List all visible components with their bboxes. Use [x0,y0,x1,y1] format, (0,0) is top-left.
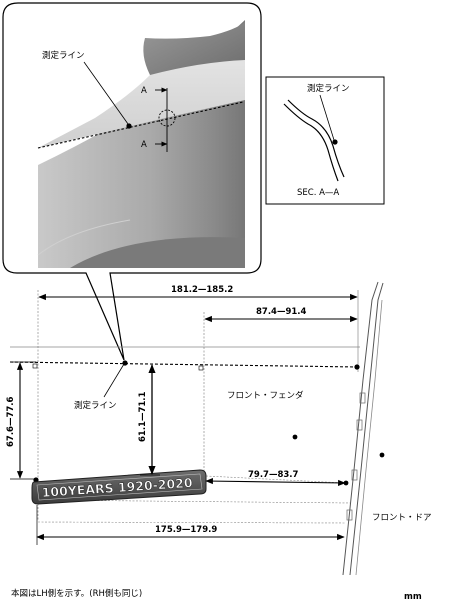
dim-top-overall: 181.2—185.2 [171,285,233,295]
section-a-label-top: A [141,86,147,96]
section-a-label-bottom: A [141,140,147,150]
emblem: 100YEARS 1920-2020 [31,469,207,505]
dim-left-vertical: 67.6—77.6 [6,396,16,447]
dim-center-vertical: 61.1—71.1 [138,391,148,442]
front-fender-label: フロント・フェンダ [227,390,304,401]
door-marker [379,452,385,458]
unit-label: mm [404,592,422,602]
fender-render [37,20,245,268]
detail-measure-point [126,123,132,129]
door-measure-point [354,364,360,370]
side-view: 100YEARS 1920-2020 測定ライン フロント・フェンダ フロント・… [9,281,432,576]
section-caption: SEC. A—A [297,188,339,198]
dim-top-partial: 87.4—91.4 [256,307,307,317]
dimensions: 181.2—185.2 87.4—91.4 67.6—77.6 61.1—71.… [6,285,358,545]
detail-measure-line [37,101,244,149]
fender-marker [292,434,298,440]
footer-note: 本図はLH側を示す。(RH側も同じ) [11,589,143,599]
section-measure-line-label: 測定ライン [307,83,350,94]
detail-measure-line-label: 測定ライン [42,50,85,61]
main-measure-line [9,361,359,368]
dim-bottom-overall: 175.9—179.9 [155,525,217,535]
section-aa-inset: 測定ライン SEC. A—A [265,76,385,205]
section-measure-point [332,139,338,145]
main-measure-line-label: 測定ライン [74,400,117,411]
dim-right-horizontal: 79.7—83.7 [248,470,299,480]
detail-callout: A A 測定ライン [2,2,262,361]
front-door-label: フロント・ドア [372,513,432,523]
